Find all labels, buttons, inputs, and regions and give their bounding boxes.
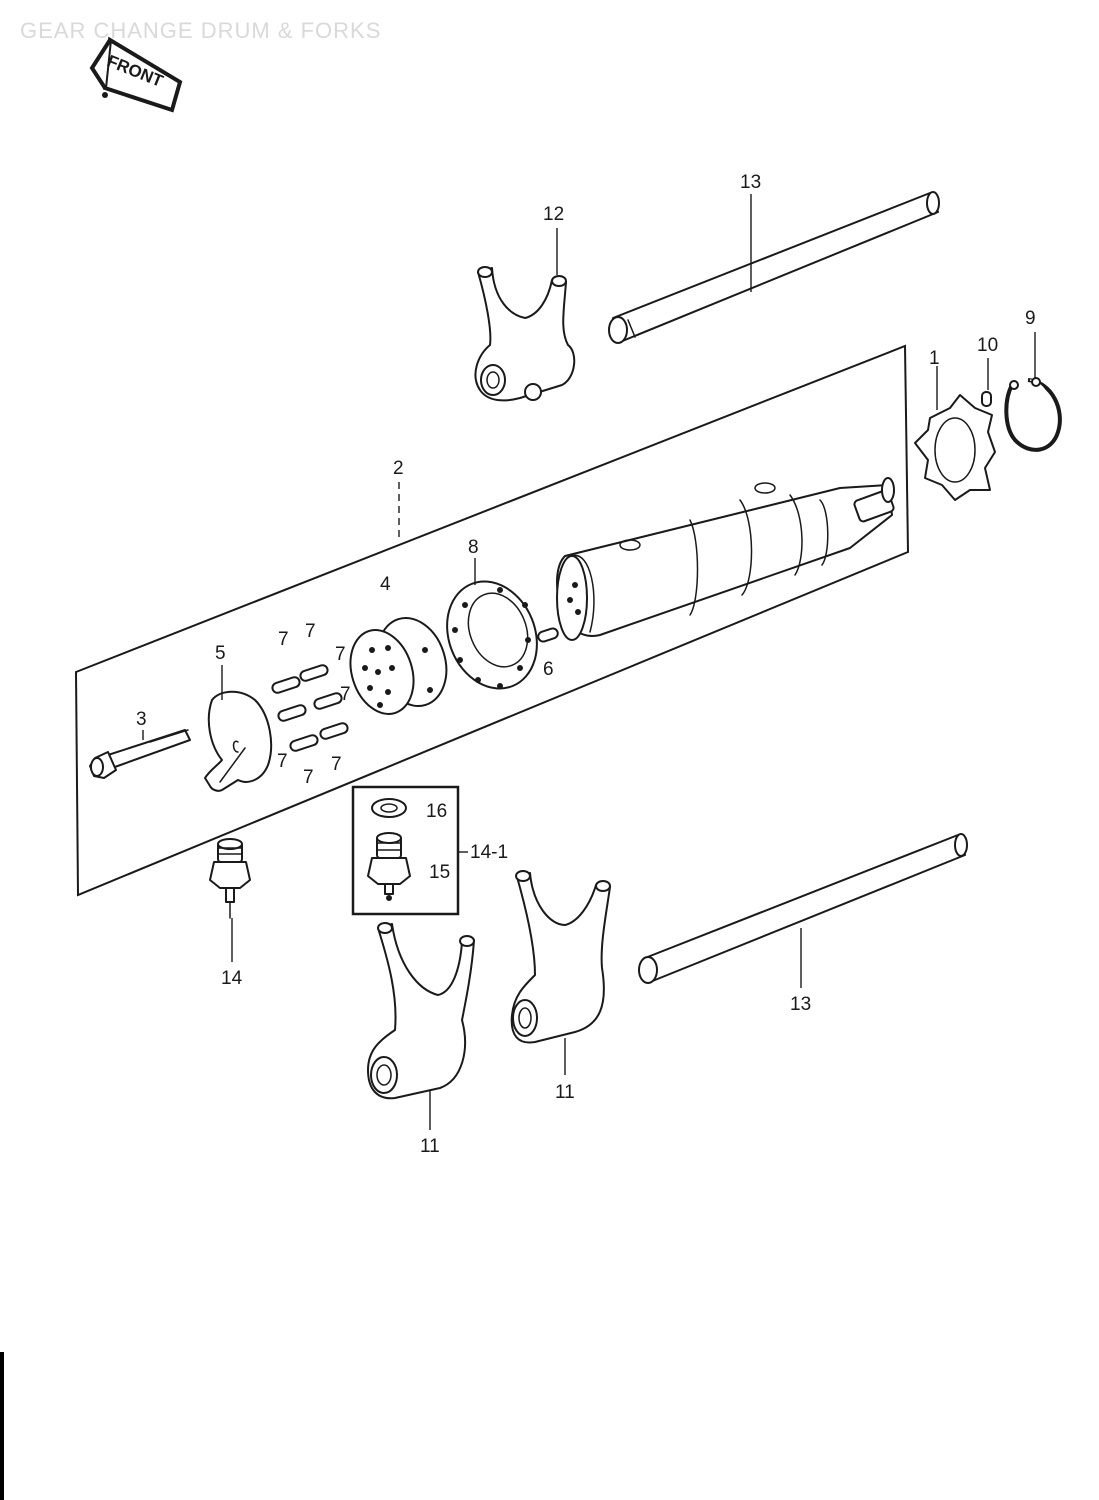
callout-11-right: 11 (555, 1082, 575, 1103)
drum-bolt (89, 729, 191, 779)
callout-4: 4 (380, 574, 391, 595)
gear-change-drum (556, 477, 895, 641)
callout-labels: 12 13 9 10 1 2 8 4 6 5 3 7 7 7 7 7 7 7 1… (136, 172, 1036, 1157)
callout-8: 8 (468, 537, 479, 558)
callout-7-a: 7 (278, 629, 289, 650)
bearing (446, 580, 538, 690)
front-direction-arrow: FRONT (89, 36, 183, 113)
callout-7-d: 7 (340, 684, 351, 705)
callout-7-c: 7 (335, 644, 346, 665)
drum-stopper-plate (914, 394, 996, 501)
switch-body (367, 832, 411, 901)
callout-7-f: 7 (303, 767, 314, 788)
callout-7-b: 7 (305, 621, 316, 642)
callout-14-1: 14-1 (470, 842, 508, 863)
shift-fork-lower-right (510, 870, 611, 1044)
scan-edge-bar (0, 1352, 4, 1500)
callout-3: 3 (136, 709, 147, 730)
callout-16: 16 (426, 801, 447, 822)
fork-shaft-lower (638, 833, 968, 984)
callout-1: 1 (929, 348, 940, 369)
callout-10: 10 (977, 335, 998, 356)
callout-11-left: 11 (420, 1136, 440, 1157)
drum-pins (271, 664, 349, 752)
leader-lines (142, 194, 1036, 1130)
drum-pin (537, 627, 559, 643)
cam-plate (204, 690, 273, 792)
callout-13-upper: 13 (740, 172, 761, 193)
callout-5: 5 (215, 643, 226, 664)
shift-fork-lower-left (367, 922, 475, 1100)
fork-shaft-upper (608, 191, 940, 344)
pin-holder (349, 617, 448, 715)
drum-assembly-outline (74, 344, 910, 897)
neutral-switch (209, 838, 251, 919)
callout-2: 2 (393, 458, 404, 479)
callout-12: 12 (543, 204, 564, 225)
page-title: GEAR CHANGE DRUM & FORKS (20, 18, 381, 43)
callout-9: 9 (1025, 308, 1036, 329)
callout-13-lower: 13 (790, 994, 811, 1015)
small-pin (981, 391, 992, 407)
callout-15: 15 (429, 862, 450, 883)
callout-7-e: 7 (277, 751, 288, 772)
circlip (1004, 377, 1062, 452)
callout-7-g: 7 (331, 754, 342, 775)
shift-fork-upper (474, 266, 576, 402)
callout-6: 6 (543, 659, 554, 680)
neutral-switch-kit (351, 785, 460, 916)
callout-14: 14 (221, 968, 243, 989)
